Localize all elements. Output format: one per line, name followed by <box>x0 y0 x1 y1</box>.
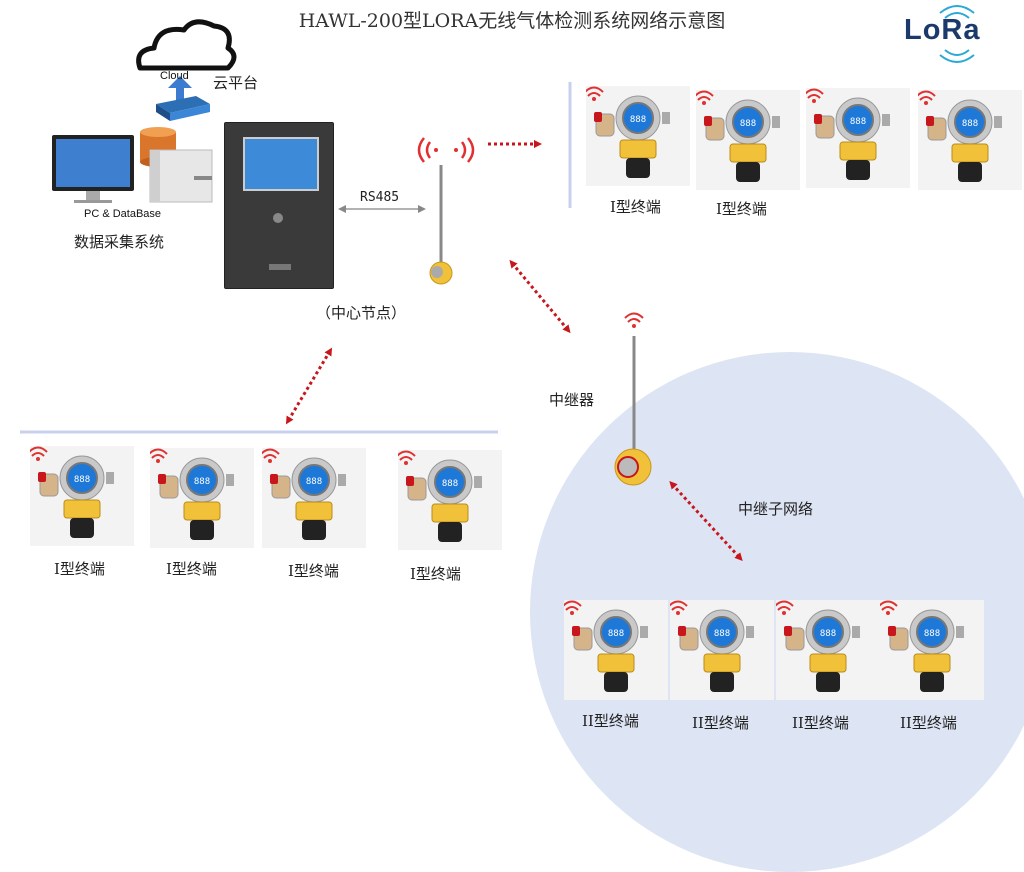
svg-text:888: 888 <box>740 119 756 129</box>
svg-text:888: 888 <box>962 119 978 129</box>
terminal-label: I型终端 <box>716 200 767 218</box>
svg-text:888: 888 <box>924 629 940 639</box>
lora-wave-icon <box>939 5 975 63</box>
svg-text:888: 888 <box>74 475 90 485</box>
data-acquisition-label: 数据采集系统 <box>74 233 165 251</box>
gas-detector-icon: 888 <box>30 446 114 538</box>
link-arrow-to-sub-group <box>669 481 743 561</box>
terminal-label: II型终端 <box>582 712 639 730</box>
lora-logo-text: LoRa <box>904 14 981 46</box>
center-node-panel <box>224 122 334 289</box>
panel-badge <box>269 264 291 270</box>
svg-text:888: 888 <box>194 477 210 487</box>
gateway-icon <box>156 96 210 121</box>
relay-network-label: 中继子网络 <box>738 500 814 518</box>
svg-text:888: 888 <box>442 479 458 489</box>
gas-detector-terminal: 888 <box>880 600 984 700</box>
svg-text:888: 888 <box>306 477 322 487</box>
lora-logo: LoRa <box>904 14 1014 62</box>
terminal-label: I型终端 <box>166 560 217 578</box>
center-node-label: （中心节点） <box>316 304 407 322</box>
gas-detector-icon: 888 <box>918 90 1002 182</box>
gas-detector-terminal: 888 <box>670 600 774 700</box>
svg-text:888: 888 <box>850 117 866 127</box>
svg-text:888: 888 <box>630 115 646 125</box>
terminal-label: II型终端 <box>692 714 749 732</box>
cloud-inner-label: Cloud <box>160 70 189 82</box>
gas-detector-icon: 888 <box>564 600 648 692</box>
gas-detector-terminal: 888 <box>776 600 880 700</box>
gas-detector-icon: 888 <box>398 450 482 542</box>
gas-detector-terminal: 888 <box>696 90 800 190</box>
gas-detector-terminal: 888 <box>806 88 910 188</box>
gas-detector-terminal: 888 <box>918 90 1022 190</box>
gas-detector-terminal: 888 <box>586 86 690 186</box>
svg-text:888: 888 <box>714 629 730 639</box>
signal-icon <box>417 137 475 163</box>
gas-detector-terminal: 888 <box>398 450 502 550</box>
panel-screen <box>243 137 319 191</box>
gas-detector-terminal: 888 <box>564 600 668 700</box>
gas-detector-icon: 888 <box>776 600 860 692</box>
gas-detector-terminal: 888 <box>150 448 254 548</box>
cloud-platform-label: 云平台 <box>213 74 259 92</box>
relay-signal-icon <box>624 312 644 328</box>
terminal-label: II型终端 <box>792 714 849 732</box>
gas-detector-icon: 888 <box>880 600 964 692</box>
terminal-label: I型终端 <box>610 198 661 216</box>
gas-detector-icon: 888 <box>150 448 234 540</box>
relay-label: 中继器 <box>549 391 595 409</box>
terminal-label: I型终端 <box>54 560 105 578</box>
terminal-label: II型终端 <box>900 714 957 732</box>
link-arrow-to-relay <box>509 259 571 334</box>
terminal-label: I型终端 <box>410 565 461 583</box>
gas-detector-terminal: 888 <box>30 446 134 546</box>
svg-text:888: 888 <box>820 629 836 639</box>
relay-antenna-icon <box>614 336 652 486</box>
gas-detector-icon: 888 <box>262 448 346 540</box>
upload-arrow-icon <box>168 76 192 100</box>
rs485-label: RS485 <box>360 190 400 205</box>
cloud-icon <box>136 19 237 71</box>
server-icon <box>149 149 213 203</box>
center-antenna-icon <box>429 165 453 285</box>
gas-detector-icon: 888 <box>806 88 890 180</box>
gas-detector-icon: 888 <box>696 90 780 182</box>
gas-detector-icon: 888 <box>670 600 754 692</box>
monitor-icon <box>52 135 134 203</box>
terminal-label: I型终端 <box>288 562 339 580</box>
panel-key-icon <box>273 213 283 223</box>
gas-detector-terminal: 888 <box>262 448 366 548</box>
diagram-graphics <box>20 5 975 561</box>
page-title: HAWL-200型LORA无线气体检测系统网络示意图 <box>298 10 726 32</box>
svg-text:888: 888 <box>608 629 624 639</box>
link-arrow-to-left-group <box>285 347 333 425</box>
pc-database-caption: PC & DataBase <box>84 208 162 220</box>
gas-detector-icon: 888 <box>586 86 670 178</box>
